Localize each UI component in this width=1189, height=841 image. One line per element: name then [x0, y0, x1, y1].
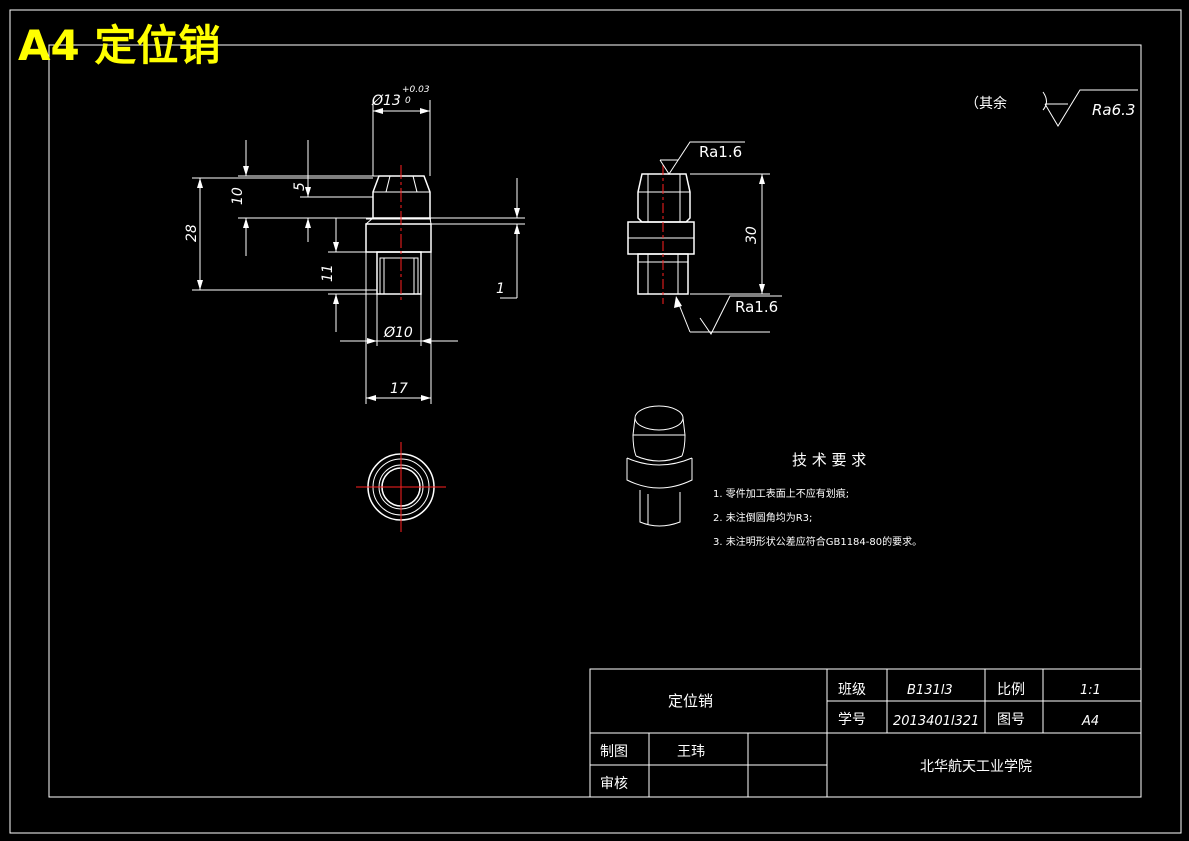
surface-note-ra: Ra6.3: [1092, 101, 1135, 119]
tb-scale-label: 比例: [997, 682, 1025, 698]
tb-drawn-label: 制图: [600, 744, 628, 760]
front-view-dimensions: Ø13 +0.03 0 10 5 28 11: [184, 85, 525, 404]
dim-11: 11: [320, 264, 336, 282]
tb-drawing-no-label: 图号: [997, 712, 1025, 728]
outer-frame: [9, 9, 1182, 834]
dim-tol-lower: 0: [405, 96, 411, 106]
dim-30: 30: [744, 226, 760, 244]
tech-req-title: 技 术 要 求: [792, 451, 866, 469]
tb-scale-value: 1:1: [1080, 683, 1101, 698]
drawing-title: A4 定位销: [18, 21, 220, 70]
side-view-dimensions: 30 Ra1.6 Ra1.6: [659, 141, 782, 335]
top-view: [356, 442, 446, 532]
tb-review-label: 审核: [600, 776, 628, 792]
tech-req-item-1: 1. 零件加工表面上不应有划痕;: [713, 487, 849, 500]
isometric-view: [626, 405, 693, 527]
tb-class-label: 班级: [838, 682, 866, 698]
roughness-bottom: Ra1.6: [735, 298, 778, 316]
surface-note-label: （其余: [965, 95, 1007, 112]
inner-frame: [48, 44, 1142, 798]
surface-roughness-note: （其余 Ra6.3: [965, 89, 1138, 127]
dim-tol-upper: +0.03: [402, 85, 430, 95]
tb-class-value: B131l3: [907, 683, 953, 698]
tb-part-name: 定位销: [668, 692, 713, 710]
tech-req-item-2: 2. 未注倒圆角均为R3;: [713, 511, 812, 524]
technical-requirements: 技 术 要 求 1. 零件加工表面上不应有划痕; 2. 未注倒圆角均为R3; 3…: [713, 451, 922, 548]
dim-10: 10: [230, 187, 246, 205]
side-view: [627, 165, 695, 304]
tb-drawn-value: 王玮: [677, 744, 705, 760]
dim-28: 28: [184, 224, 200, 242]
tb-student-no-label: 学号: [838, 712, 866, 728]
tb-drawing-no-value: A4: [1081, 714, 1099, 729]
dim-1: 1: [496, 281, 505, 297]
dim-17: 17: [390, 381, 408, 397]
tb-school: 北华航天工业学院: [920, 759, 1032, 775]
roughness-top: Ra1.6: [699, 143, 742, 161]
tb-student-no-value: 2013401l321: [893, 714, 979, 729]
dim-dia13: Ø13: [371, 93, 401, 109]
dim-dia10: Ø10: [383, 325, 413, 341]
title-block: 定位销 班级 B131l3 比例 1:1 学号 2013401l321 图号 A…: [589, 668, 1142, 798]
dim-5: 5: [292, 182, 308, 191]
tech-req-item-3: 3. 未注明形状公差应符合GB1184-80的要求。: [713, 535, 922, 548]
front-view: [365, 165, 432, 300]
